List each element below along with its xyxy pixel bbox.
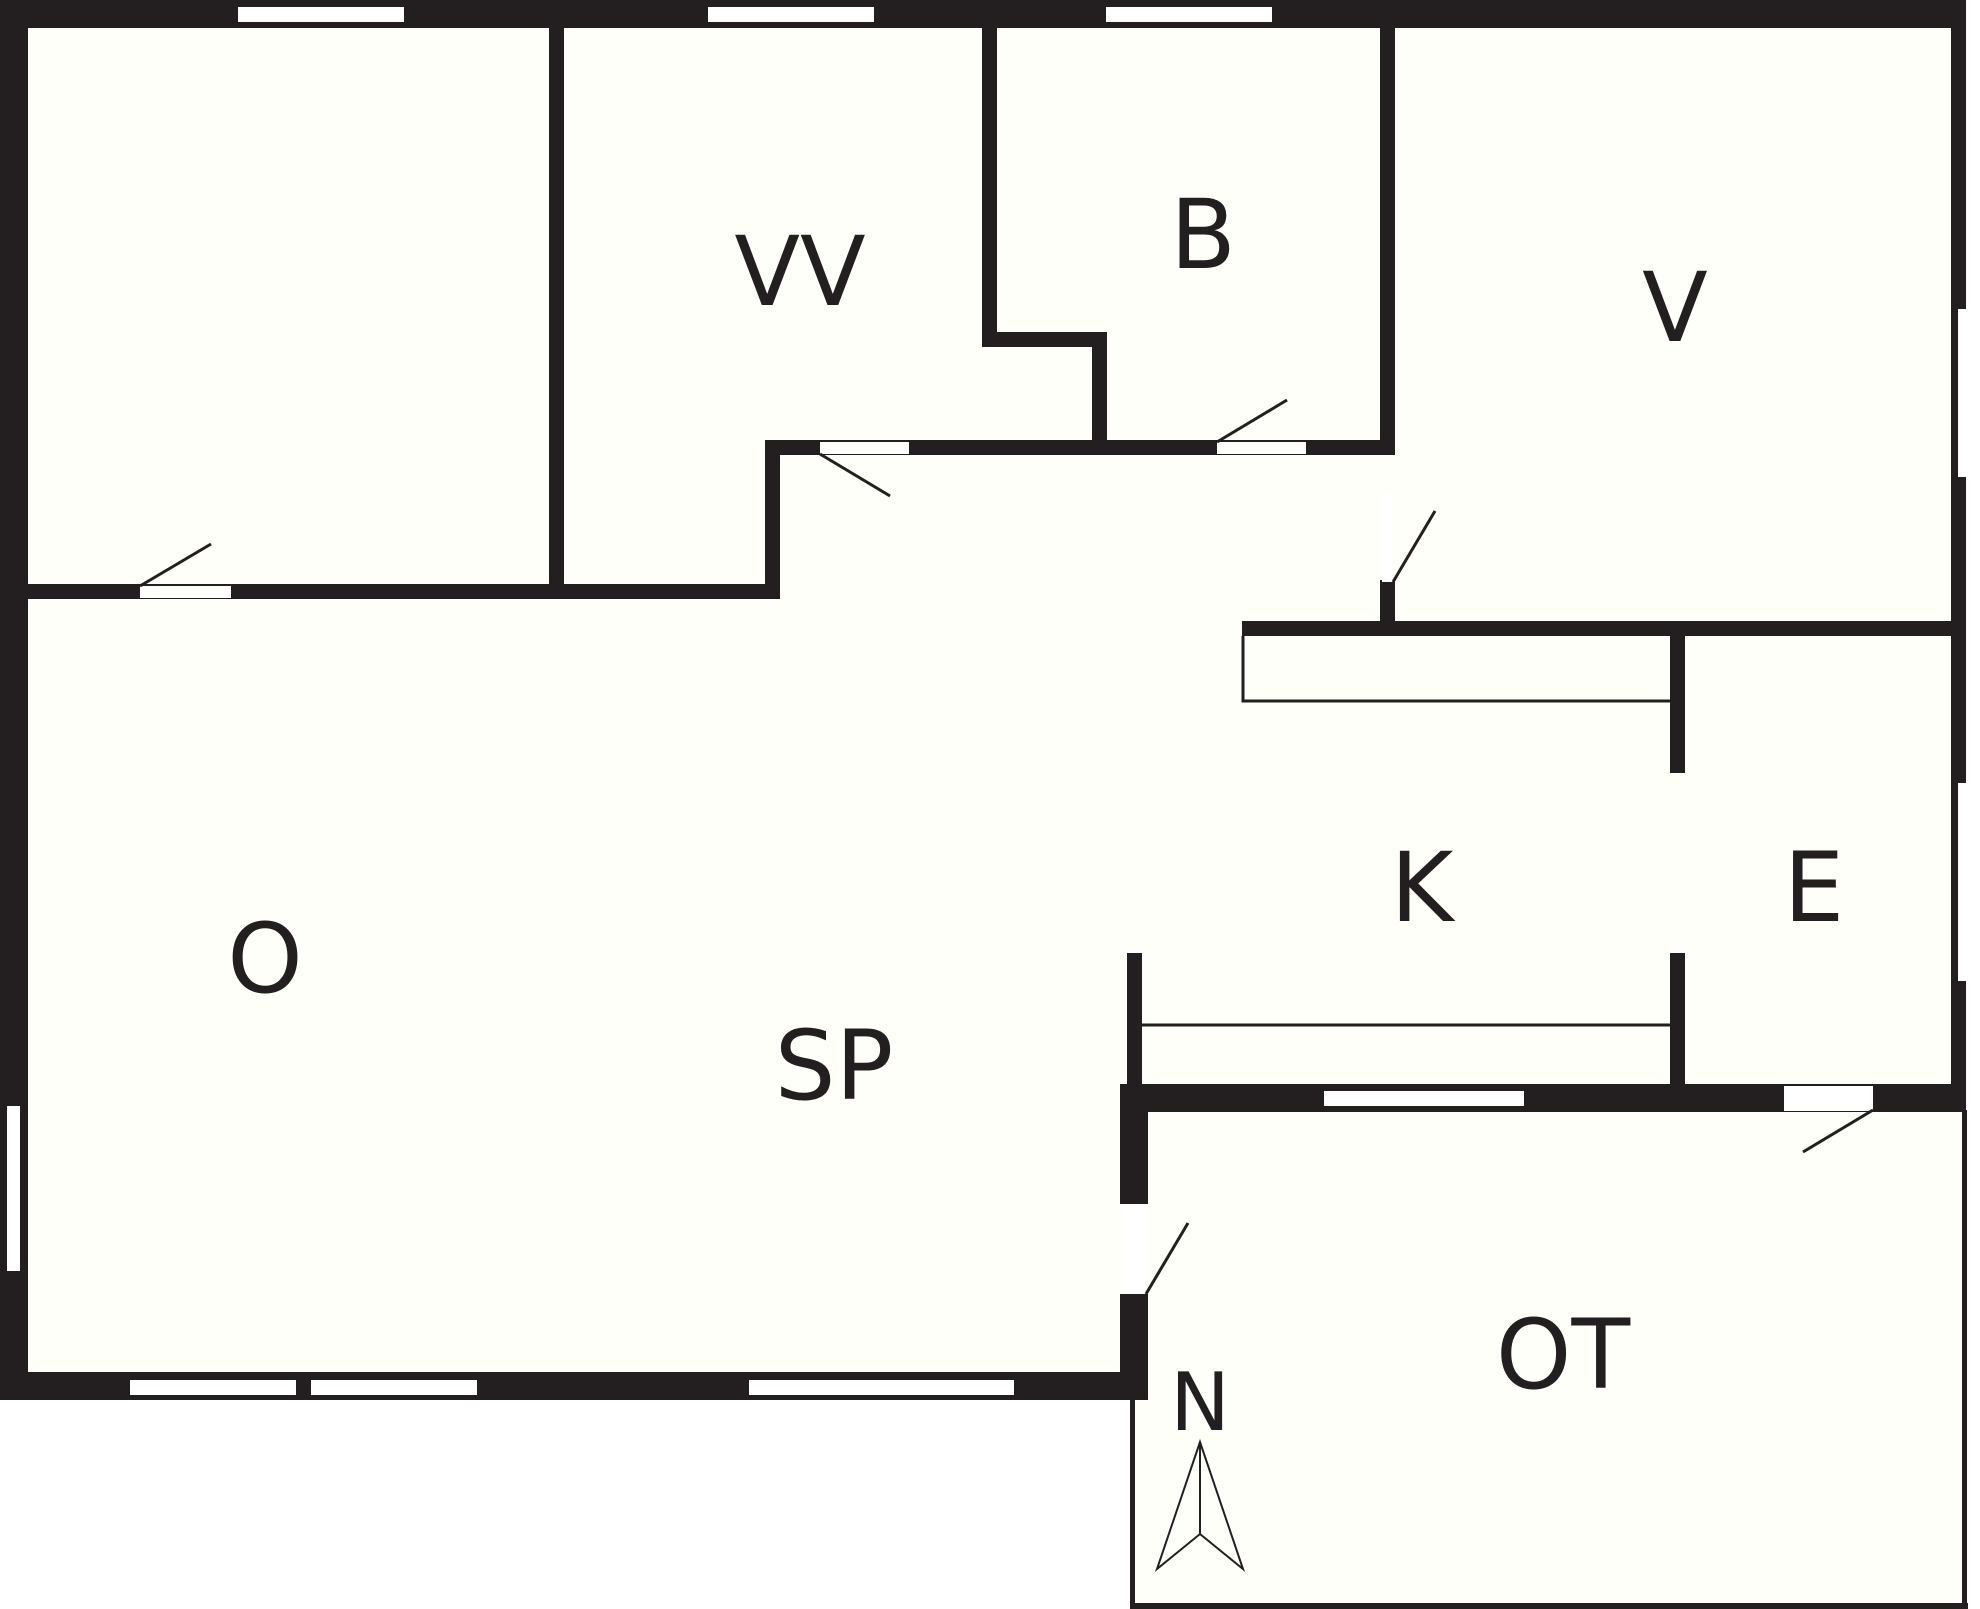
door-leaf-vv [819, 452, 891, 498]
window-south-1 [130, 1380, 296, 1395]
room-label-v: V [1642, 252, 1708, 364]
floor-terrace [1132, 1108, 1968, 1608]
wall-vv-b [982, 20, 997, 345]
window-east-e [1958, 783, 1970, 981]
door-gap-v [1382, 493, 1393, 582]
door-gap-bedroom [140, 586, 231, 598]
wall-bedroom-vv [549, 20, 564, 590]
room-label-b: B [1170, 179, 1236, 291]
door-leaf-terrace [1144, 1222, 1190, 1295]
terrace-wall-east [1962, 1110, 1967, 1609]
window-north-b [1106, 7, 1272, 22]
door-leaf-b [1216, 398, 1288, 444]
wall-b-notch-top [982, 332, 1105, 347]
door-swings [139, 398, 1874, 1295]
door-gap-terrace [1122, 1206, 1146, 1294]
room-label-o: O [227, 903, 303, 1015]
window-east-v [1958, 309, 1970, 477]
wall-b-notch-vertical [1092, 332, 1107, 447]
wall-v-lower [1380, 580, 1395, 622]
door-gap-b [1217, 442, 1306, 454]
wall-bedroom-south [20, 584, 780, 599]
wall-terrace-west-upper [1120, 1084, 1148, 1204]
wall-v-south [1242, 621, 1952, 636]
window-south-2 [311, 1380, 477, 1395]
window-west-living [7, 1106, 20, 1271]
wall-b-v [1380, 20, 1395, 450]
door-leaf-bedroom [139, 542, 212, 588]
compass: N [1154, 1356, 1246, 1572]
wall-k-e-lower [1670, 953, 1685, 1088]
window-south-3 [749, 1380, 1014, 1395]
wall-terrace-west-lower [1120, 1294, 1148, 1400]
room-label-k: K [1391, 832, 1456, 944]
counter-upper [1241, 636, 1670, 703]
room-labels: VV B V K E O SP OT [227, 179, 1844, 1411]
compass-letter-n: N [1170, 1356, 1230, 1449]
window-kitchen-south [1324, 1091, 1524, 1106]
room-label-ot: OT [1496, 1299, 1631, 1411]
room-label-e: E [1784, 832, 1845, 944]
window-north-bedroom [238, 7, 404, 22]
wall-k-e-upper [1670, 634, 1685, 773]
terrace-wall-south [1130, 1603, 1968, 1609]
door-gap-e [1784, 1086, 1873, 1111]
door-leaf-e [1802, 1108, 1874, 1154]
room-label-sp: SP [775, 1010, 894, 1122]
wall-vv-step-vertical [765, 440, 780, 599]
door-gap-vv [820, 442, 909, 454]
terrace-wall-west [1130, 1395, 1135, 1609]
door-openings [140, 442, 1873, 1294]
window-north-vv [708, 7, 874, 22]
room-label-vv: VV [734, 216, 865, 328]
wall-b-right-stub [1375, 440, 1395, 455]
door-leaf-v [1391, 510, 1437, 583]
wall-kitchen-left [1127, 953, 1142, 1088]
kitchen-counters [1142, 636, 1670, 1027]
north-arrow-icon [1154, 1438, 1246, 1572]
windows [7, 7, 1970, 1395]
